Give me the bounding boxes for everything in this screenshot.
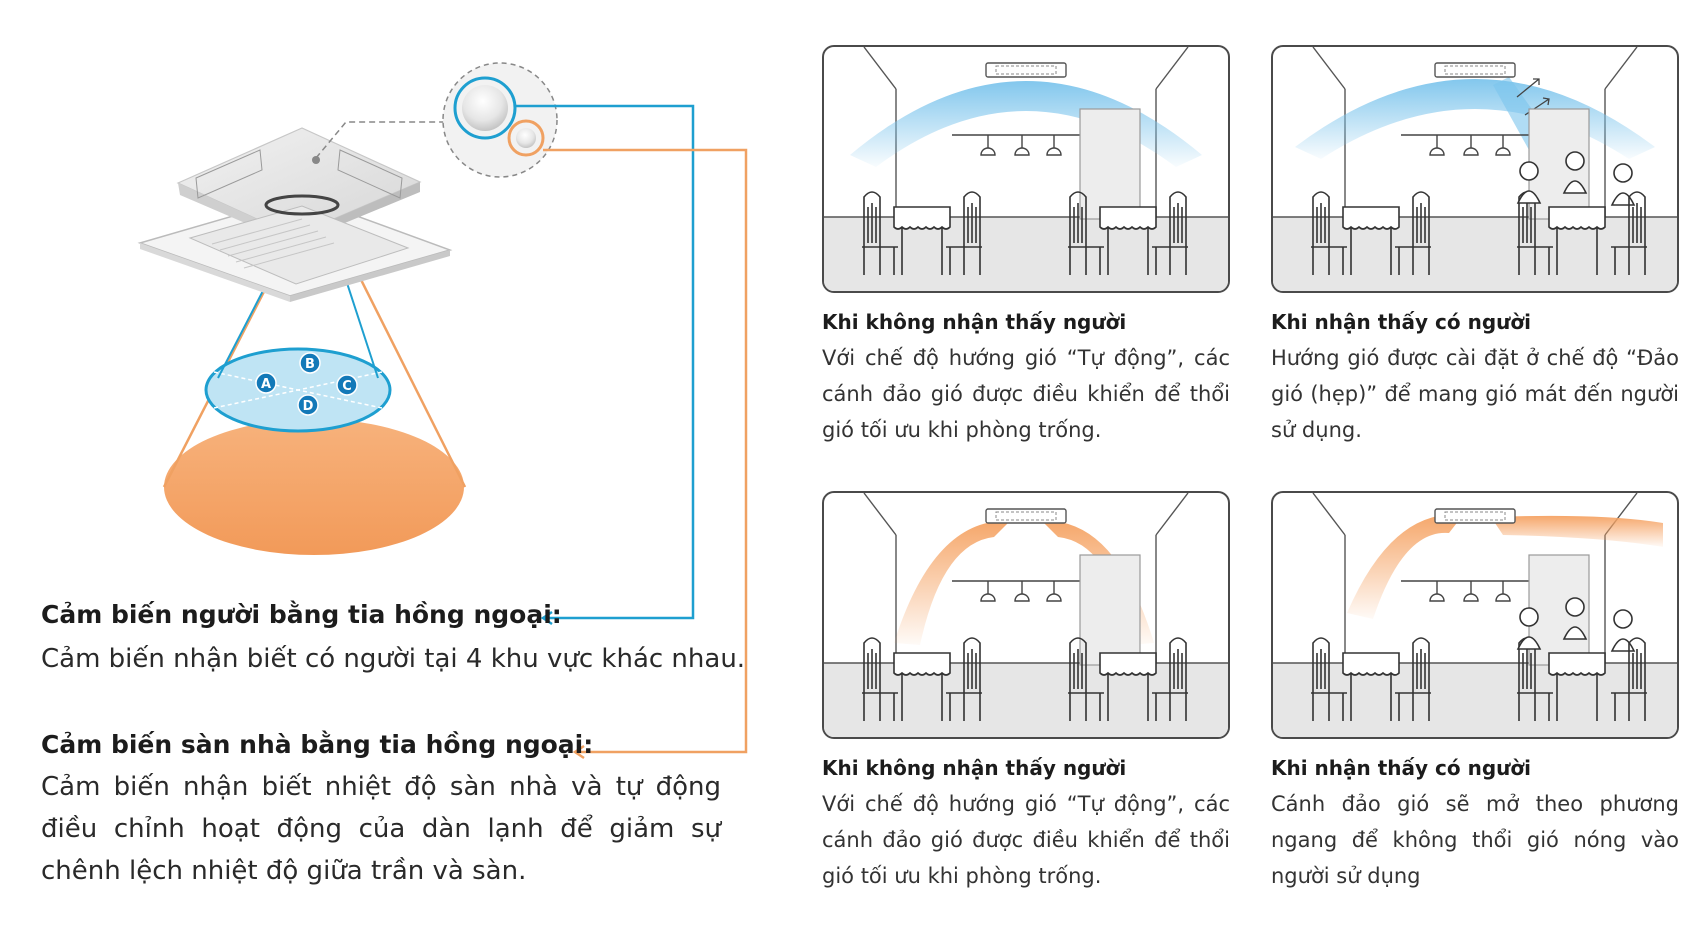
- arrow-left-icon: [572, 744, 585, 760]
- room-panel-empty-warm: [822, 491, 1230, 739]
- chair-icon: [1311, 191, 1347, 275]
- chair-icon: [1068, 637, 1104, 721]
- ceiling-cassette-unit-icon: [137, 127, 453, 302]
- person-icon: [1516, 161, 1542, 204]
- floor-zone-ellipse: [164, 419, 464, 555]
- panel-caption: Khi không nhận thấy người Với chế độ hướ…: [822, 307, 1230, 448]
- table-icon: [893, 652, 951, 721]
- room-panel-empty-cool: [822, 45, 1230, 293]
- room-panel-occupied-warm: [1271, 491, 1679, 739]
- chair-icon: [1068, 191, 1104, 275]
- human-sensor-description: Cảm biến nhận biết có người tại 4 khu vự…: [41, 644, 746, 674]
- ceiling-cassette-unit-icon: [985, 508, 1067, 524]
- chair-icon: [1611, 191, 1647, 275]
- person-icon: [1516, 607, 1542, 650]
- sensor-lens-icon: [315, 62, 558, 178]
- person-icon: [1562, 597, 1588, 640]
- table-icon: [1548, 206, 1606, 275]
- table-icon: [1099, 652, 1157, 721]
- person-icon: [1562, 151, 1588, 194]
- room-panel-occupied-cool: [1271, 45, 1679, 293]
- panel-caption-text: Hướng gió được cài đặt ở chế độ “Đảo gió…: [1271, 346, 1679, 442]
- dining-room-icon: [824, 47, 1228, 291]
- table-icon: [893, 206, 951, 275]
- arrow-left-icon: [540, 610, 553, 626]
- table-icon: [1342, 206, 1400, 275]
- human-sensor-title: Cảm biến người bằng tia hồng ngoại:: [41, 600, 562, 629]
- table-icon: [1342, 652, 1400, 721]
- dining-room-icon: [1273, 47, 1677, 291]
- chair-icon: [1152, 637, 1188, 721]
- chair-icon: [862, 637, 898, 721]
- panel-caption-title: Khi không nhận thấy người: [822, 756, 1127, 780]
- chair-icon: [1152, 191, 1188, 275]
- table-icon: [1548, 652, 1606, 721]
- floor-sensor-description: Cảm biến nhận biết nhiệt độ sàn nhà và t…: [41, 772, 721, 886]
- chair-icon: [946, 191, 982, 275]
- dining-room-icon: [824, 493, 1228, 737]
- chair-icon: [1395, 191, 1431, 275]
- dining-room-icon: [1273, 493, 1677, 737]
- human-sensor-connector: [515, 104, 695, 620]
- panel-caption: Khi nhận thấy có người Hướng gió được cà…: [1271, 307, 1679, 448]
- chair-icon: [1311, 637, 1347, 721]
- floor-sensor-connector: [543, 148, 748, 754]
- panel-caption-text: Với chế độ hướng gió “Tự động”, các cánh…: [822, 792, 1230, 888]
- panel-caption-text: Với chế độ hướng gió “Tự động”, các cánh…: [822, 346, 1230, 442]
- panel-caption: Khi không nhận thấy người Với chế độ hướ…: [822, 753, 1230, 894]
- zone-badge: [255, 372, 277, 394]
- zone-badge: [297, 394, 319, 416]
- chair-icon: [946, 637, 982, 721]
- zone-badge: [299, 352, 321, 374]
- ceiling-cassette-unit-icon: [1434, 508, 1516, 524]
- ceiling-cassette-unit-icon: [985, 62, 1067, 78]
- table-icon: [1099, 206, 1157, 275]
- zone-label: B: [305, 357, 315, 372]
- chair-icon: [1395, 637, 1431, 721]
- person-icon: [1610, 609, 1636, 652]
- panel-caption-title: Khi nhận thấy có người: [1271, 756, 1531, 780]
- chair-icon: [1611, 637, 1647, 721]
- panel-caption-title: Khi nhận thấy có người: [1271, 310, 1531, 334]
- ceiling-cassette-unit-icon: [1434, 62, 1516, 78]
- person-icon: [1610, 163, 1636, 206]
- zone-label: D: [303, 399, 314, 414]
- zone-label: C: [342, 379, 352, 394]
- panel-caption: Khi nhận thấy có người Cánh đảo gió sẽ m…: [1271, 753, 1679, 894]
- floor-sensor-title: Cảm biến sàn nhà bằng tia hồng ngoại:: [41, 730, 594, 759]
- panel-caption-text: Cánh đảo gió sẽ mở theo phương ngang để …: [1271, 792, 1679, 888]
- zone-badge: [336, 374, 358, 396]
- panel-caption-title: Khi không nhận thấy người: [822, 310, 1127, 334]
- zone-label: A: [261, 377, 271, 392]
- chair-icon: [862, 191, 898, 275]
